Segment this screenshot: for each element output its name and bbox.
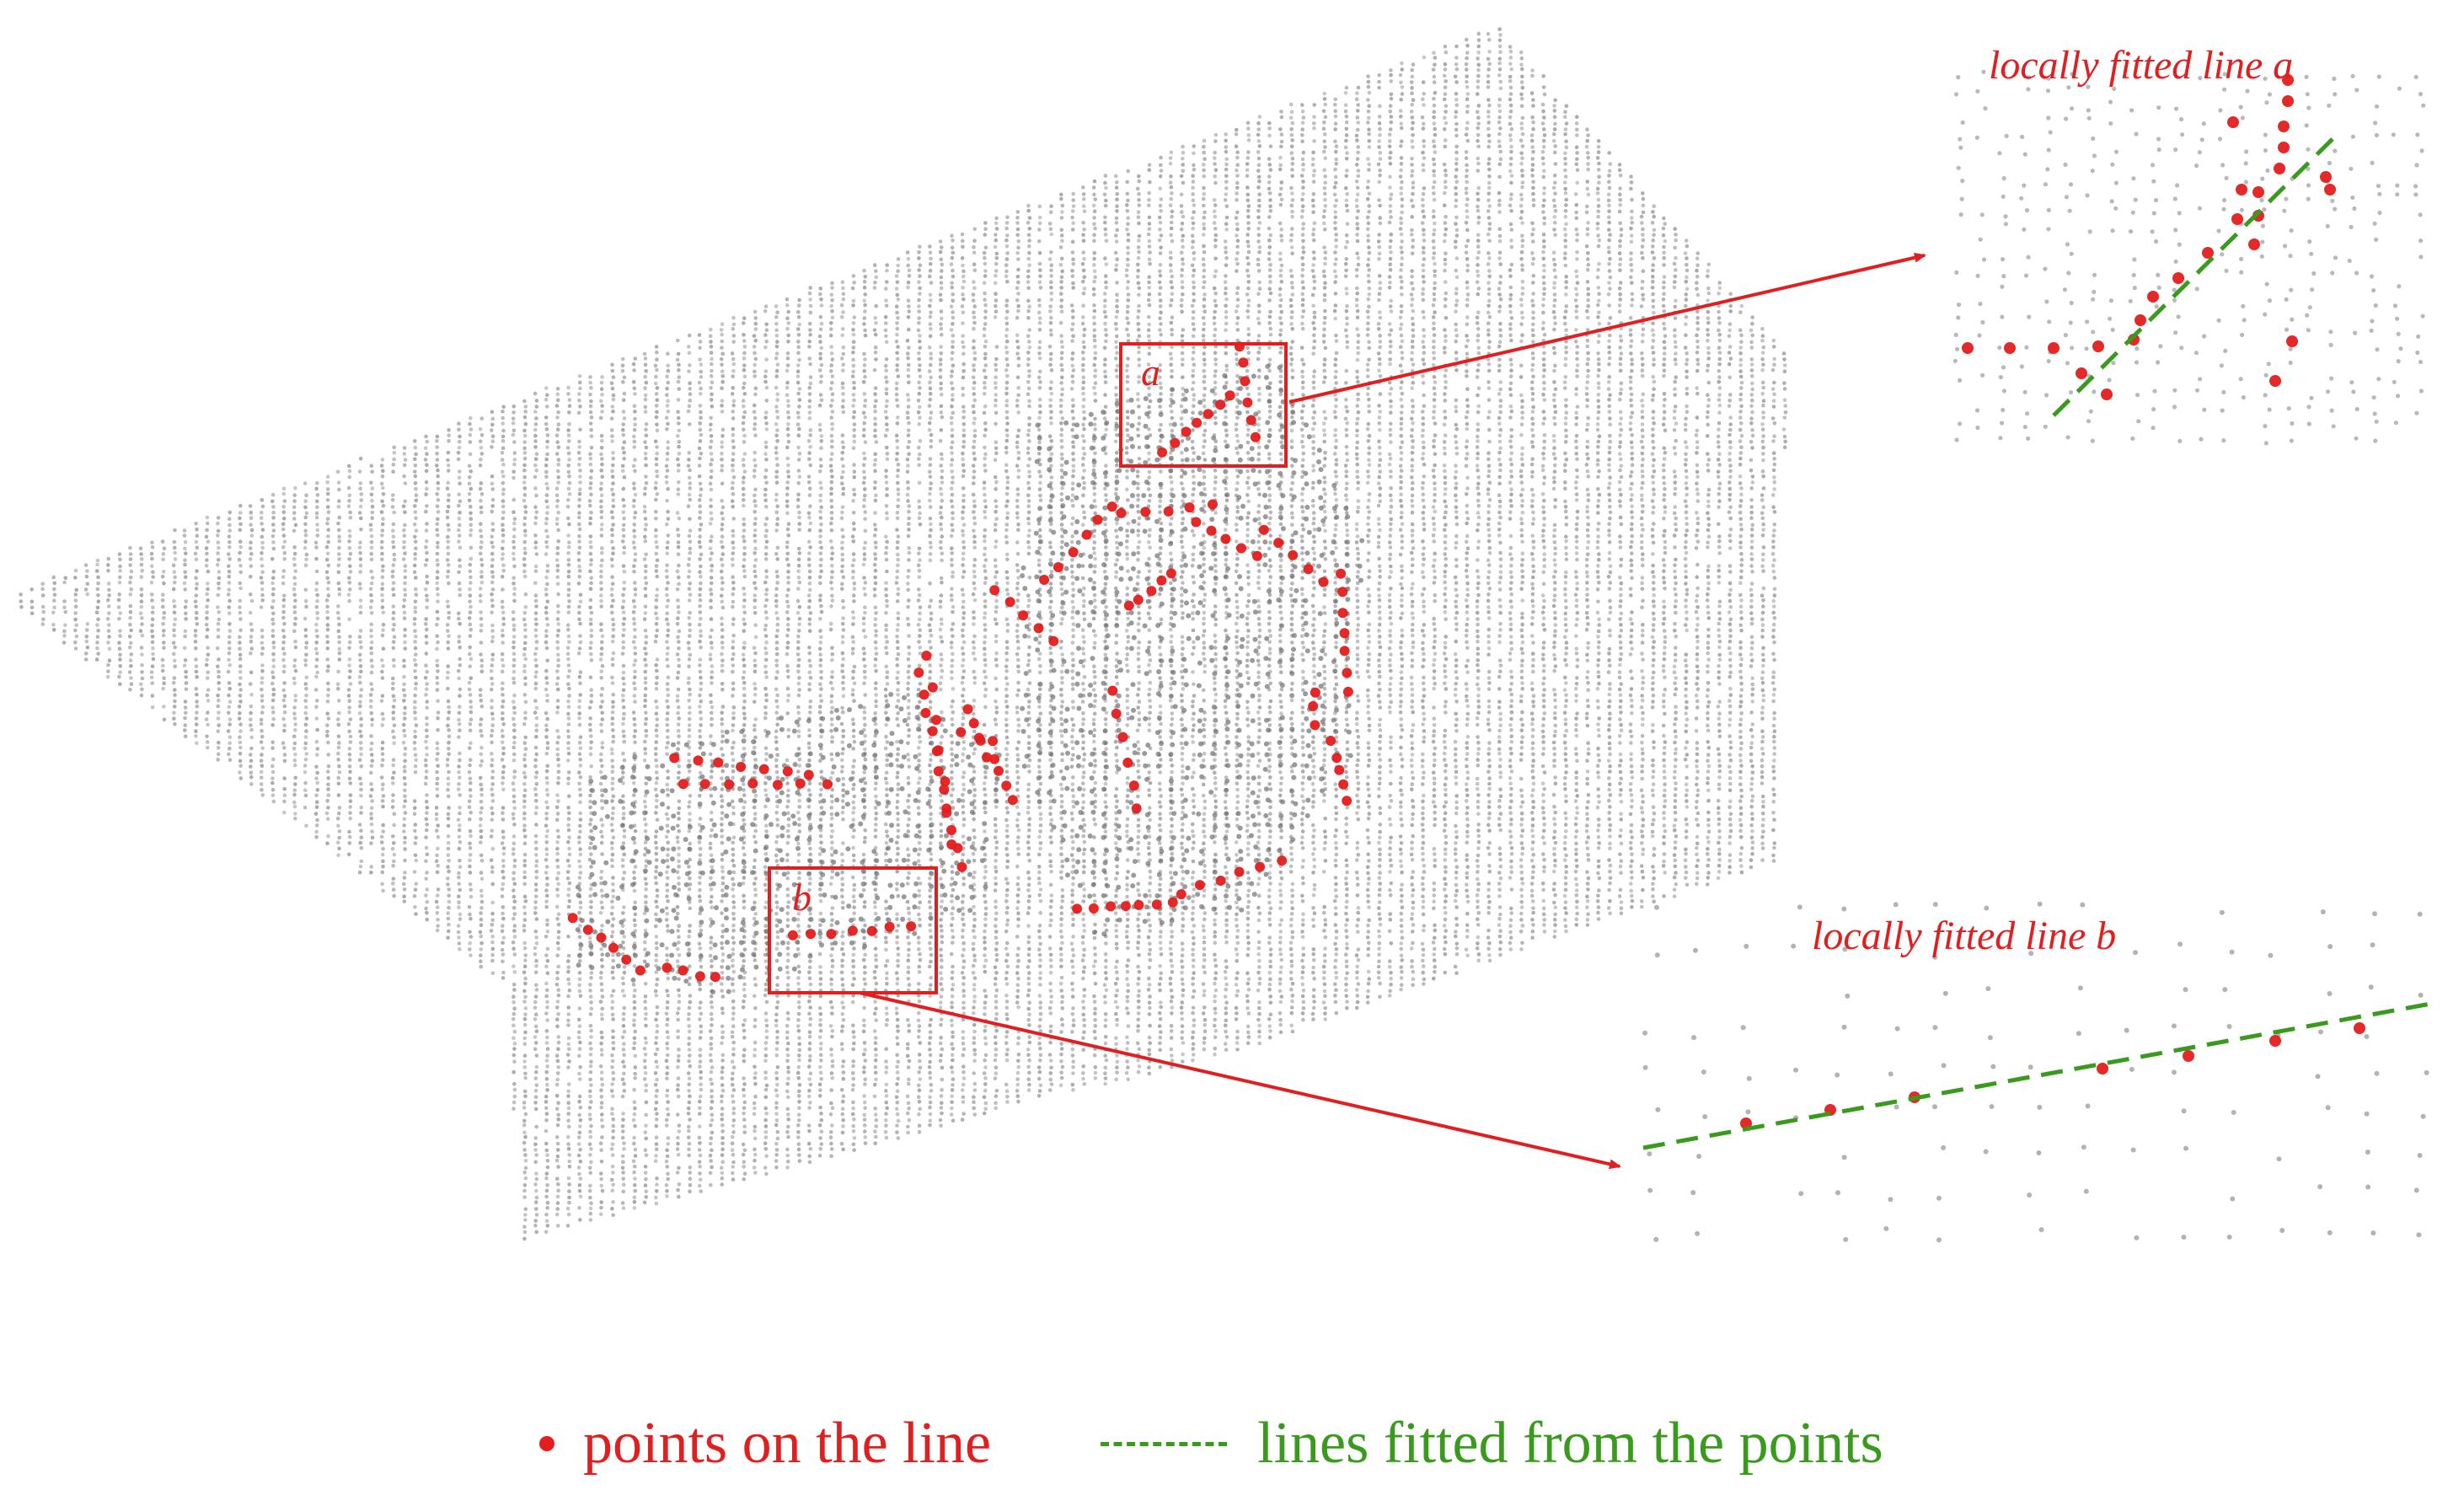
zoom-box-b-label: b bbox=[792, 876, 812, 919]
line-points-red bbox=[567, 341, 1353, 983]
zoom-box-a bbox=[1119, 342, 1288, 468]
legend: points on the line lines fitted from the… bbox=[539, 1406, 1883, 1482]
callout-a-title: locally fitted line a bbox=[1989, 43, 2294, 88]
red-point-icon bbox=[539, 1436, 554, 1451]
zoom-box-b bbox=[768, 866, 938, 994]
dashed-line-icon bbox=[1101, 1441, 1228, 1446]
point-cloud-gray bbox=[19, 27, 1788, 1241]
legend-item-points: points on the line bbox=[539, 1410, 991, 1477]
zoom-box-a-label: a bbox=[1141, 351, 1160, 394]
legend-points-label: points on the line bbox=[583, 1411, 992, 1476]
legend-lines-label: lines fitted from the points bbox=[1257, 1411, 1883, 1476]
callout-a-points bbox=[1952, 69, 2426, 446]
callout-b-title: locally fitted line b bbox=[1812, 914, 2117, 958]
legend-item-lines: lines fitted from the points bbox=[991, 1410, 1883, 1477]
fitted-line-a bbox=[2052, 131, 2341, 417]
arrow-to-callout-a bbox=[1288, 252, 1926, 404]
arrow-to-callout-b bbox=[859, 991, 1621, 1170]
